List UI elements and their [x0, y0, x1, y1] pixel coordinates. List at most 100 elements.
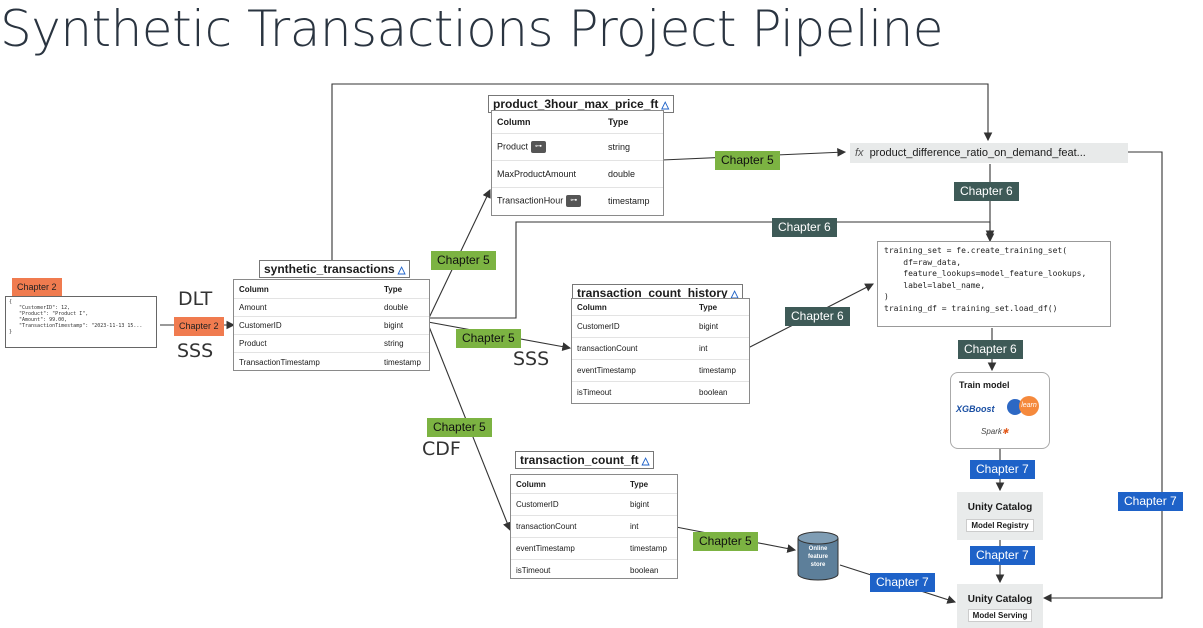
cell: double: [608, 169, 636, 179]
chapter6-tag: Chapter 6: [954, 182, 1019, 201]
edge-synthetic-top-to-feature-fn: [331, 83, 993, 262]
table-row: CustomerID bigint: [572, 315, 749, 337]
cell: timestamp: [630, 544, 667, 553]
table-row: eventTimestamp timestamp: [511, 537, 677, 559]
cell: bigint: [630, 500, 650, 509]
json-line: {: [9, 299, 13, 305]
online-store-label: Online feature store: [807, 546, 828, 568]
table-row: CustomerID bigint: [511, 493, 677, 515]
cell: transactionCount: [516, 522, 577, 531]
database-cylinder-icon: [797, 531, 839, 581]
cell: CustomerID: [577, 322, 620, 331]
model-registry-label: Model Registry: [966, 519, 1034, 532]
spark-logo: Spark✱: [981, 427, 1009, 436]
code-line: feature_lookups=model_feature_lookups,: [884, 269, 1087, 278]
cell: boolean: [699, 388, 728, 397]
delta-icon: △: [661, 100, 670, 111]
json-line: }: [9, 329, 13, 335]
key-icon: ⊶: [566, 195, 582, 207]
training-set-code: training_set = fe.create_training_set( d…: [877, 241, 1111, 327]
chapter5-tag: Chapter 5: [715, 151, 780, 170]
delta-icon: △: [641, 456, 650, 467]
unity-catalog-registry-node: Unity Catalog Model Registry: [957, 492, 1043, 540]
spark-star-icon: ✱: [1001, 427, 1009, 436]
column-header: Column: [577, 302, 607, 312]
table-name: transaction_count_history: [577, 286, 728, 300]
history-table-title: transaction_count_history△: [572, 284, 744, 302]
chapter7-tag: Chapter 7: [970, 546, 1035, 565]
cell: int: [699, 344, 708, 353]
unity-catalog-serving-node: Unity Catalog Model Serving: [957, 584, 1043, 628]
cell: bigint: [384, 321, 404, 330]
chapter7-tag: Chapter 7: [970, 460, 1035, 479]
cell: isTimeout: [516, 566, 551, 575]
unity-catalog-title: Unity Catalog: [967, 594, 1033, 605]
code-line: training_df = training_set.load_df(): [884, 303, 1058, 313]
cell: string: [384, 339, 404, 348]
chapter2-top-tag: Chapter 2: [12, 278, 62, 297]
cell: CustomerID: [239, 321, 282, 330]
cell: timestamp: [608, 196, 650, 206]
code-line: df=raw_data,: [884, 257, 962, 267]
cell: Product: [497, 141, 529, 152]
table-name: synthetic_transactions: [264, 262, 395, 276]
feature-function-node: fx product_difference_ratio_on_demand_fea…: [850, 143, 1128, 163]
cell: TransactionTimestamp: [239, 357, 320, 367]
chapter6-tag: Chapter 6: [772, 218, 837, 237]
column-header: Column: [516, 479, 546, 489]
cell: timestamp: [699, 366, 736, 375]
key-icon: ⊶: [531, 141, 547, 153]
cell: double: [384, 303, 409, 312]
synthetic-transactions-title: synthetic_transactions△: [259, 260, 411, 278]
delta-icon: △: [730, 289, 739, 300]
json-sample-box: { "CustomerID": 12, "Product": "Product …: [5, 296, 157, 348]
cell: MaxProductAmount: [497, 169, 577, 179]
table-name: transaction_count_ft: [520, 453, 639, 467]
xgboost-logo: XGBoost: [956, 404, 995, 414]
json-line: "CustomerID": 12,: [19, 305, 71, 311]
chapter2-tag: Chapter 2: [174, 317, 224, 336]
table-row: transactionCount int: [572, 337, 749, 359]
table-row: Amount double: [234, 298, 429, 316]
sss-label: SSS: [513, 348, 550, 370]
page-title: Synthetic Transactions Project Pipeline: [0, 0, 944, 58]
cell: bigint: [699, 322, 719, 331]
cell: CustomerID: [516, 500, 559, 509]
type-header: Type: [699, 302, 718, 312]
cell: Product: [239, 339, 267, 348]
edge-feature-fn-to-serving: [1042, 151, 1163, 603]
json-line: "TransactionTimestamp": "2023-11-13 15..…: [19, 323, 143, 329]
cell: boolean: [630, 566, 659, 575]
dlt-label: DLT: [178, 288, 213, 310]
train-model-node: Train model XGBoost learn Spark✱: [950, 372, 1050, 449]
table-row: MaxProductAmount double: [492, 160, 663, 187]
cell: isTimeout: [577, 388, 612, 397]
train-model-title: Train model: [959, 380, 1010, 390]
fx-icon: fx: [855, 147, 864, 159]
chapter5-tag: Chapter 5: [431, 251, 496, 270]
json-line: "Amount": 99.00,: [19, 317, 68, 323]
table-row: CustomerID bigint: [234, 316, 429, 334]
table-row: Product string: [234, 334, 429, 352]
cell: timestamp: [384, 357, 421, 367]
feature-function-name: product_difference_ratio_on_demand_feat.…: [869, 147, 1086, 159]
chapter7-tag: Chapter 7: [1118, 492, 1183, 511]
column-header: Column: [497, 117, 531, 127]
chapter6-tag: Chapter 6: [958, 340, 1023, 359]
table-row: Product⊶string: [492, 133, 663, 160]
code-line: ): [884, 292, 889, 301]
cell: transactionCount: [577, 344, 638, 353]
cell: Amount: [239, 303, 267, 312]
table-header-row: Column Type: [572, 299, 749, 315]
table-row: TransactionTimestamp timestamp: [234, 352, 429, 371]
cell: eventTimestamp: [516, 544, 575, 553]
table-row: isTimeout boolean: [572, 381, 749, 403]
table-name: product_3hour_max_price_ft: [493, 97, 659, 111]
